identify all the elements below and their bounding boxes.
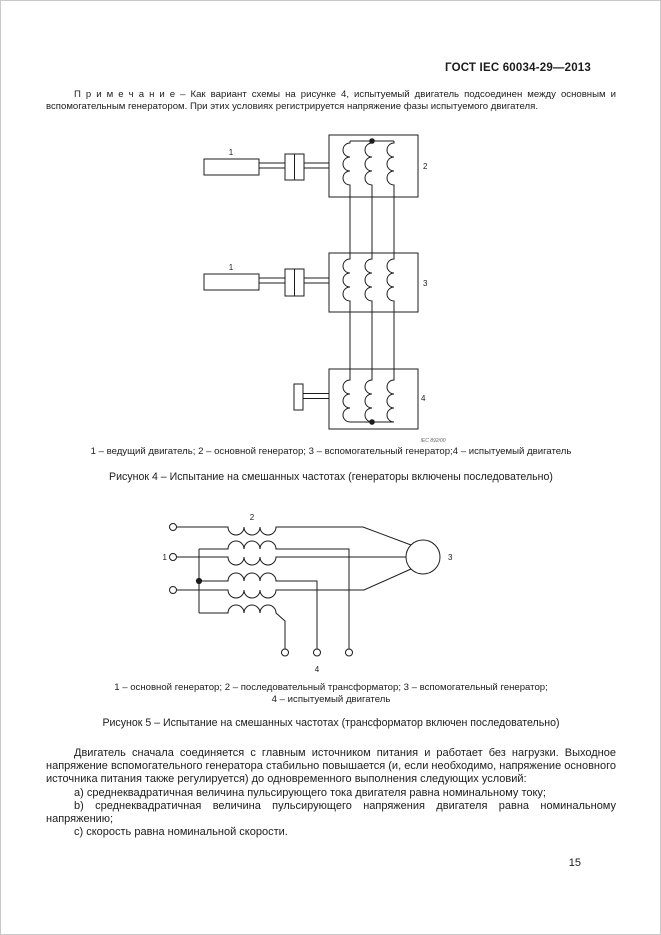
document-header: ГОСТ IEC 60034-29—2013 <box>445 62 591 74</box>
figure-5-caption-line1: 1 – основной генератор; 2 – последовател… <box>114 682 548 693</box>
figure-4-title: Рисунок 4 – Испытание на смешанных часто… <box>109 471 553 483</box>
figure-5-diagram: 1 2 3 4 <box>163 513 453 674</box>
figure4-test-motor-shaft <box>293 383 329 411</box>
figure5-input-terminals <box>169 523 177 594</box>
figure4-main-generator-box <box>328 134 419 198</box>
figure4-label-motor-a: 1 <box>229 148 234 157</box>
figure4-label-motor-b: 1 <box>229 263 234 272</box>
figure5-series-transformer-winding <box>176 526 412 546</box>
figure4-test-motor-box <box>328 368 419 430</box>
figure5-aux-generator-circle <box>405 539 441 575</box>
figure4-label-main-generator: 2 <box>423 162 428 171</box>
page-number: 15 <box>568 857 581 869</box>
figure4-drive-motor-a <box>203 153 329 181</box>
figure5-label-test-motor: 4 <box>315 665 320 674</box>
figure5-label-transformer: 2 <box>250 513 255 522</box>
condition-item-a: a) среднеквадратичная величина пульсирую… <box>74 786 546 799</box>
figure4-label-test-motor: 4 <box>421 394 426 403</box>
body-text: Двигатель сначала соединяется с главным … <box>46 747 616 839</box>
figure-5-caption: 1 – основной генератор; 2 – последовател… <box>46 682 616 706</box>
figure5-winding-row3 <box>176 568 412 649</box>
figure-4-diagram: 1 1 2 3 4 IEC 892/00 <box>203 134 446 444</box>
figure5-winding-row4 <box>199 604 286 649</box>
figure-5-caption-line2: 4 – испытуемый двигатель <box>271 694 391 705</box>
figure5-label-aux-generator: 3 <box>448 553 453 562</box>
figure4-aux-generator-box <box>328 252 419 313</box>
figure5-output-terminals <box>281 648 353 657</box>
figure4-phase-wires <box>342 141 395 423</box>
figure5-winding-row2 <box>176 540 406 649</box>
figure4-iec-reference: IEC 892/00 <box>420 438 445 444</box>
figure5-label-main-generator: 1 <box>163 553 168 562</box>
figure4-drive-motor-b <box>203 268 329 297</box>
condition-item-c: c) скорость равна номинальной скорости. <box>74 826 288 839</box>
body-paragraph: Двигатель сначала соединяется с главным … <box>46 747 616 786</box>
figure4-label-aux-generator: 3 <box>423 279 428 288</box>
condition-item-b: b) среднеквадратичная величина пульсирую… <box>46 799 616 826</box>
note-paragraph: П р и м е ч а н и е – Как вариант схемы … <box>46 89 616 113</box>
figure-5-title: Рисунок 5 – Испытание на смешанных часто… <box>102 717 560 729</box>
figure-4-caption: 1 – ведущий двигатель; 2 – основной гене… <box>90 446 572 457</box>
